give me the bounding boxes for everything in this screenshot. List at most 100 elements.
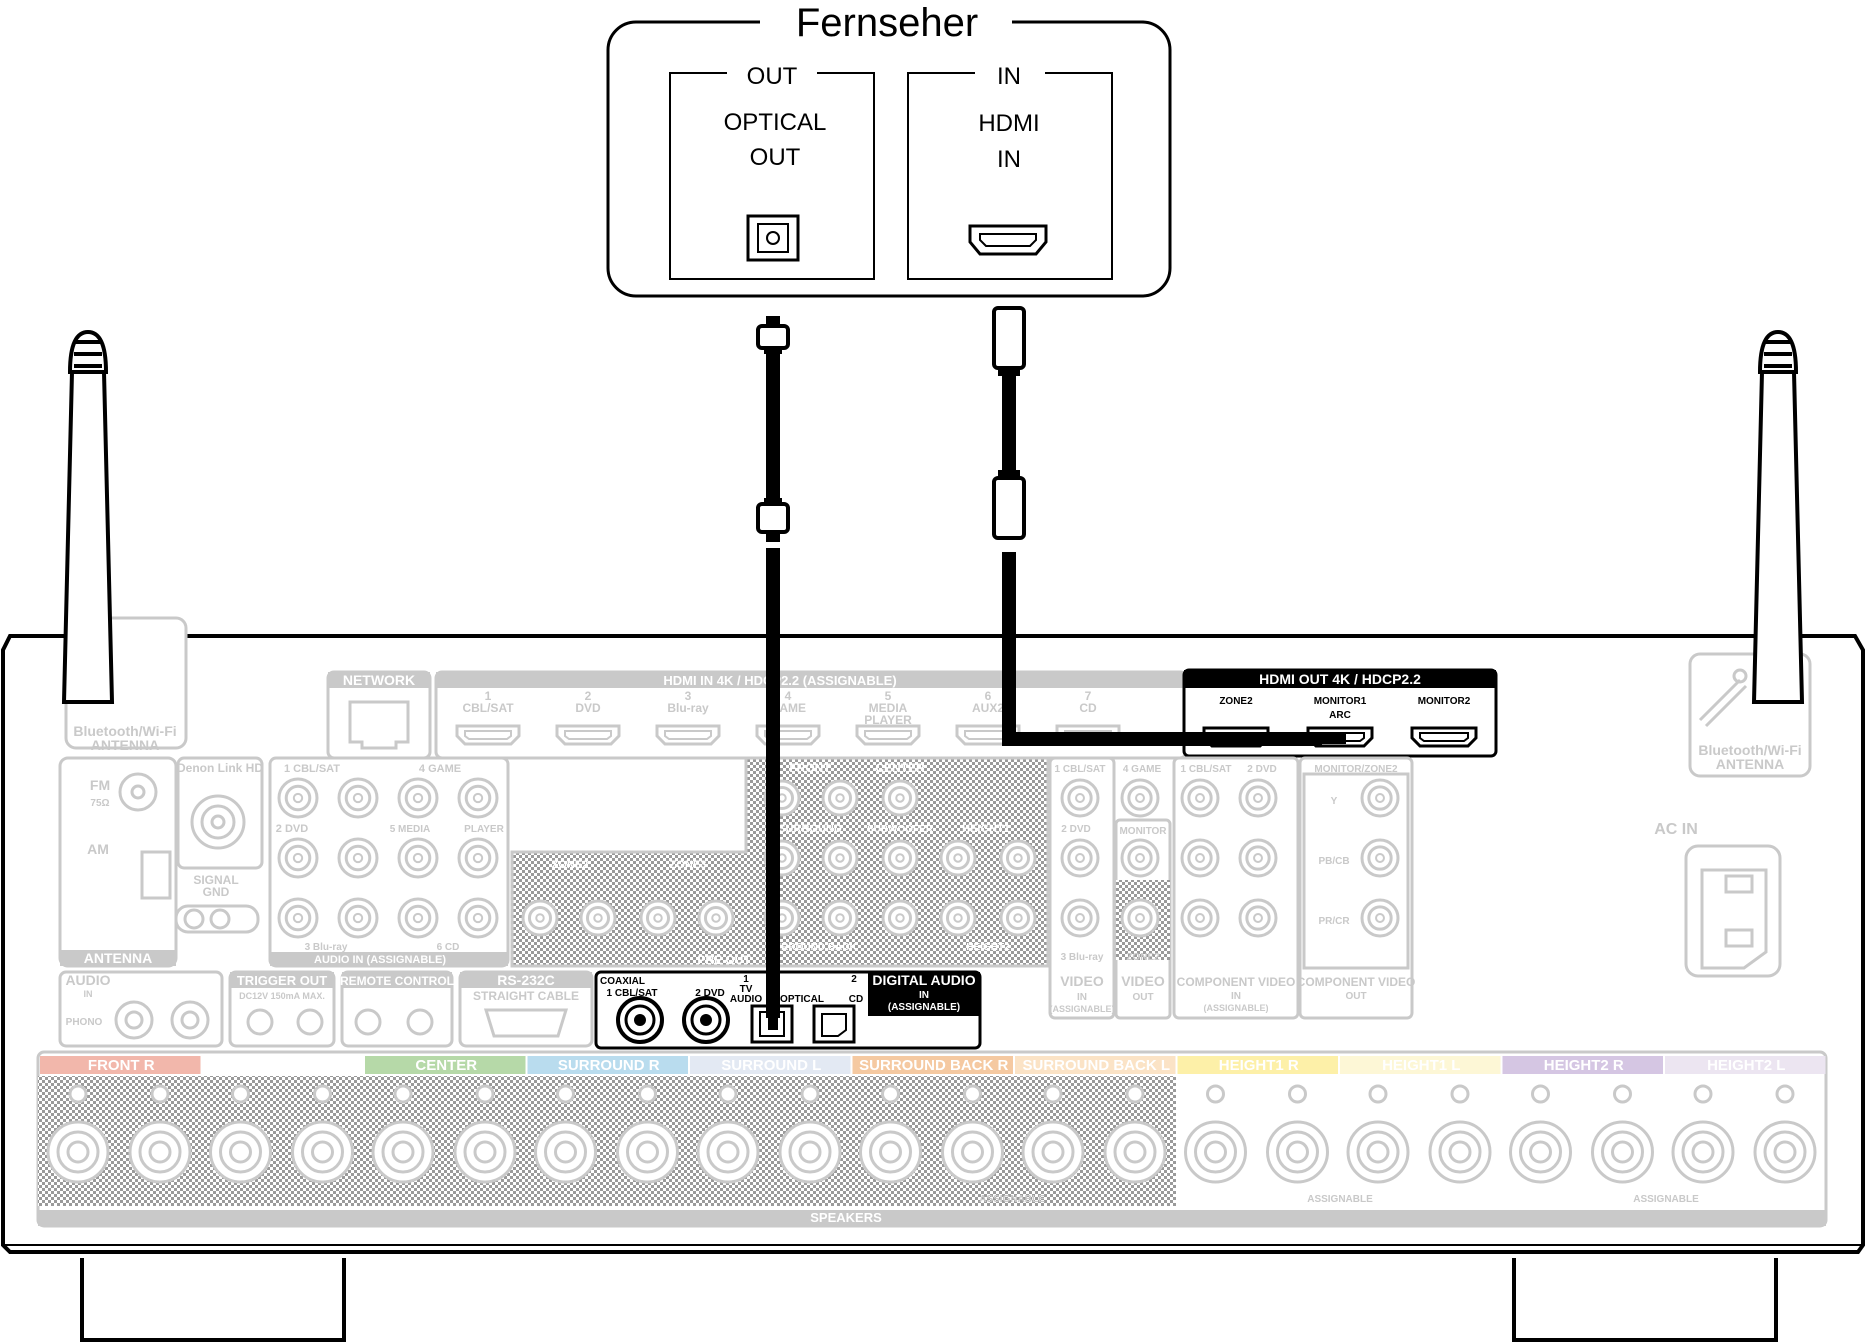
coax-jack-1[interactable] — [616, 996, 664, 1044]
video-jack[interactable] — [1060, 898, 1100, 938]
audio-in-jack[interactable] — [277, 777, 319, 819]
audio-in-jack[interactable] — [277, 897, 319, 939]
speaker-terminal[interactable] — [1591, 1084, 1654, 1184]
speaker-terminal[interactable] — [1266, 1084, 1329, 1184]
component-in-jack[interactable] — [1238, 838, 1278, 878]
tv-in-section: IN HDMI IN — [907, 60, 1113, 280]
speaker-group-header — [527, 1056, 688, 1074]
video-jack[interactable] — [1120, 838, 1160, 878]
right-foot — [1512, 1258, 1778, 1342]
pre-out-jack[interactable] — [939, 899, 977, 937]
pre-out-jack[interactable] — [999, 839, 1037, 877]
component-in-jack[interactable] — [1238, 778, 1278, 818]
speaker-terminal[interactable] — [941, 1084, 1004, 1184]
speaker-terminal[interactable] — [46, 1084, 110, 1184]
pre-out-jack[interactable] — [821, 779, 859, 817]
hdmi-input-port[interactable] — [455, 724, 521, 746]
pre-out-jack[interactable] — [881, 839, 919, 877]
rs232c-port-icon[interactable] — [483, 1008, 569, 1038]
speaker-terminal[interactable] — [859, 1084, 922, 1184]
speaker-terminal[interactable] — [1428, 1084, 1492, 1184]
network-port-icon[interactable] — [348, 700, 410, 750]
pre-out-jack[interactable] — [881, 779, 919, 817]
signal-gnd-terminal[interactable] — [174, 904, 260, 934]
component-in-jack[interactable] — [1180, 778, 1220, 818]
audio-in-jack[interactable] — [337, 837, 379, 879]
trigger-jack-1[interactable] — [246, 1008, 274, 1036]
coax-jack-2[interactable] — [682, 996, 730, 1044]
tv-out-label: OUT — [747, 63, 798, 90]
hdmi-input-port[interactable] — [655, 724, 721, 746]
speaker-terminal[interactable] — [616, 1084, 679, 1184]
speaker-terminal[interactable] — [291, 1084, 354, 1184]
video-jack[interactable] — [1120, 778, 1160, 818]
pre-out-jack[interactable] — [821, 839, 859, 877]
audio-in-jack[interactable] — [397, 897, 439, 939]
pre-out-jack[interactable] — [999, 899, 1037, 937]
ac-in-socket-icon[interactable] — [1684, 844, 1782, 978]
pre-out-label-zone2: ZONE2 — [552, 859, 589, 871]
component-in-jack[interactable] — [1180, 898, 1220, 938]
speaker-group-label: SURROUND BACK R — [859, 1057, 1008, 1074]
fm-ohm-label: 75Ω — [90, 798, 109, 809]
hdmi-input-port[interactable] — [855, 724, 921, 746]
speaker-terminal[interactable] — [1346, 1084, 1410, 1184]
pre-out-jack[interactable] — [697, 899, 735, 937]
component-in-jack[interactable] — [1238, 898, 1278, 938]
hdmi-input-port[interactable] — [555, 724, 621, 746]
speaker-terminal[interactable] — [1021, 1084, 1085, 1184]
audio-in-jack[interactable] — [457, 777, 499, 819]
tv-hdmi-port-icon[interactable] — [968, 224, 1048, 256]
audio-in-jack[interactable] — [277, 837, 319, 879]
speaker-terminal[interactable] — [371, 1084, 435, 1184]
component-out-jack[interactable] — [1360, 898, 1400, 938]
network-label: NETWORK — [343, 672, 415, 688]
speaker-terminal[interactable] — [209, 1084, 272, 1184]
speaker-terminal[interactable] — [1184, 1084, 1247, 1184]
component-out-jack[interactable] — [1360, 838, 1400, 878]
pre-out-jack[interactable] — [881, 899, 919, 937]
tv-optical-port-icon[interactable] — [746, 214, 800, 262]
speaker-terminal[interactable] — [453, 1084, 517, 1184]
pre-out-jack[interactable] — [579, 899, 617, 937]
pre-out-jack[interactable] — [821, 899, 859, 937]
pre-out-jack[interactable] — [939, 839, 977, 877]
speaker-terminal[interactable] — [128, 1084, 192, 1184]
tv-optical-label-1: OPTICAL — [724, 109, 827, 136]
video-jack[interactable] — [1060, 778, 1100, 818]
pre-out-jack[interactable] — [639, 899, 677, 937]
speaker-terminal[interactable] — [1103, 1084, 1167, 1184]
video-jack[interactable] — [1060, 838, 1100, 878]
am-antenna-terminal[interactable] — [140, 850, 172, 900]
speaker-terminal[interactable] — [1753, 1084, 1817, 1184]
audio-in-jack[interactable] — [337, 897, 379, 939]
speaker-terminal[interactable] — [1509, 1084, 1572, 1184]
speakers-label: SPEAKERS — [810, 1210, 882, 1225]
pre-out-jack[interactable] — [521, 899, 559, 937]
speaker-terminal[interactable] — [534, 1084, 597, 1184]
speaker-group-label: FRONT R — [88, 1057, 155, 1074]
component-out-jack[interactable] — [1360, 778, 1400, 818]
audio-in-jack[interactable] — [457, 837, 499, 879]
remote-out-jack[interactable] — [406, 1008, 434, 1036]
speaker-terminal[interactable] — [696, 1084, 760, 1184]
trigger-jack-2[interactable] — [296, 1008, 324, 1036]
audio-in-jack[interactable] — [457, 897, 499, 939]
audio-in-jack[interactable] — [397, 837, 439, 879]
remote-in-jack[interactable] — [354, 1008, 382, 1036]
component-in-jack[interactable] — [1180, 838, 1220, 878]
antenna-label: ANTENNA — [84, 950, 152, 966]
audio-in-jack[interactable] — [397, 777, 439, 819]
audio-in-jack[interactable] — [337, 777, 379, 819]
optical-jack-cd[interactable] — [812, 1004, 856, 1044]
speaker-terminal[interactable] — [778, 1084, 842, 1184]
speaker-terminal[interactable] — [1671, 1084, 1735, 1184]
speaker-group-header — [852, 1056, 1013, 1074]
hdmi-cable — [992, 306, 1346, 746]
speaker-group-header — [1177, 1056, 1338, 1074]
hdmi-output-port[interactable] — [1410, 726, 1478, 748]
tv-optical-label-2: OUT — [750, 144, 801, 171]
video-jack[interactable] — [1120, 898, 1160, 938]
